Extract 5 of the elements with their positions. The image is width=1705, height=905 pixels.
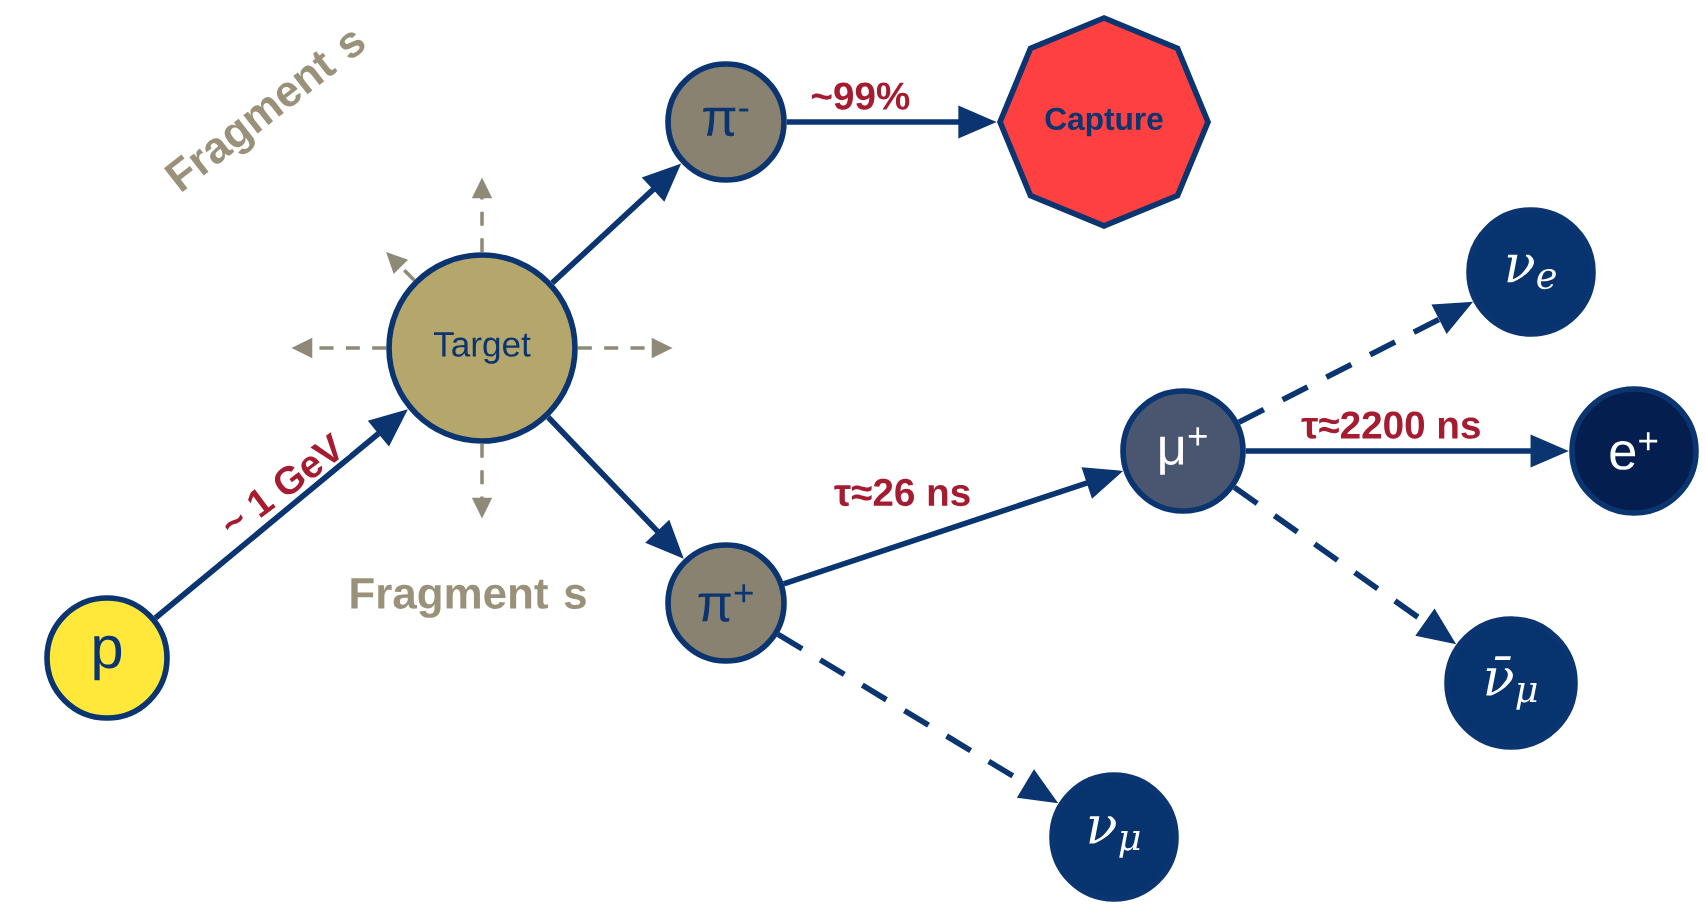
edge-label: ~99% [808,80,913,112]
fragment-label: Fragment s [351,578,586,618]
edge-label: ~ 1 GeV [214,429,350,542]
edge-label: τ≈2200 ns [1299,409,1484,441]
edge-label: τ≈26 ns [832,477,973,508]
